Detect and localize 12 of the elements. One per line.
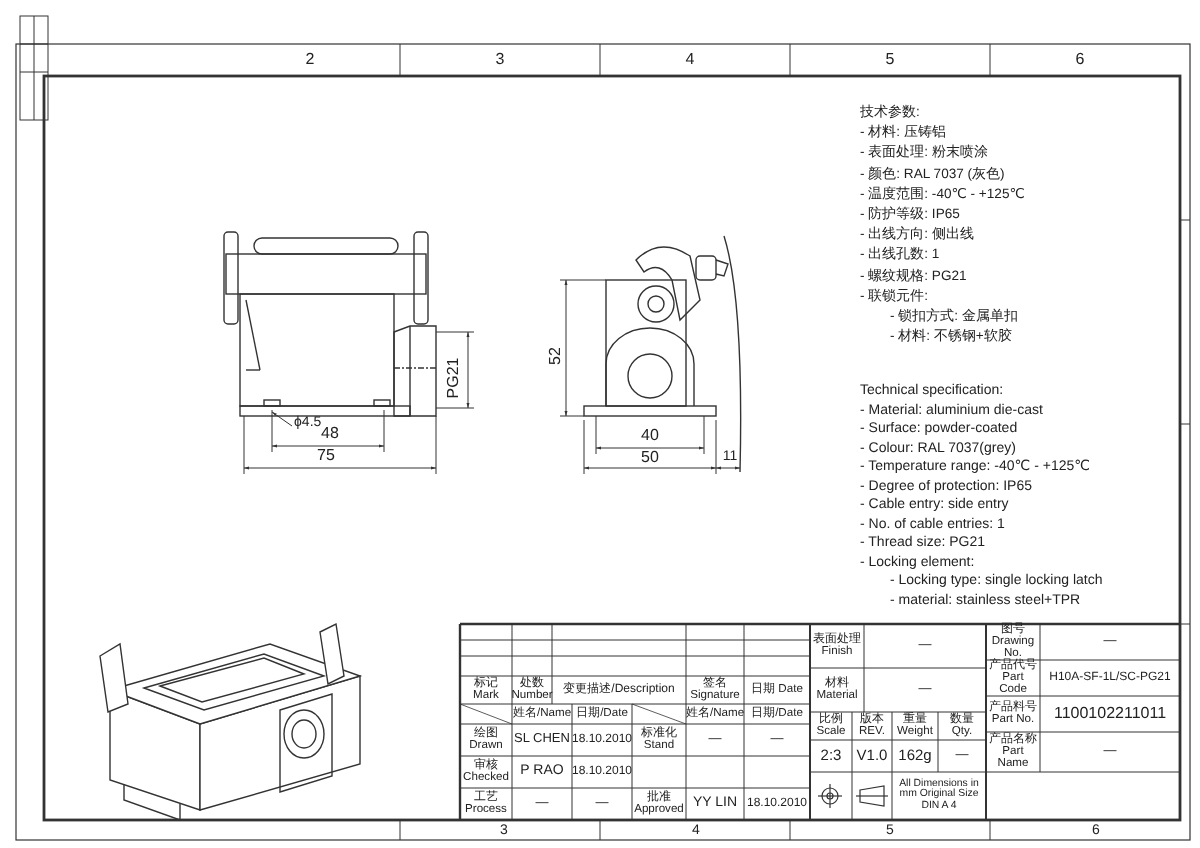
dimension-label: 52 <box>548 347 564 365</box>
dimension-label: 75 <box>317 448 335 464</box>
zone-number: 4 <box>685 52 695 68</box>
zone-number: 5 <box>885 52 895 68</box>
zone-number: 6 <box>1075 52 1085 68</box>
dimension-label: 48 <box>321 426 339 442</box>
field-value: 1100102211011 <box>1053 705 1167 723</box>
dimension-label: 50 <box>641 450 659 466</box>
zone-number: 2 <box>305 52 315 68</box>
dimension-label: 40 <box>641 428 659 444</box>
dimension-label: PG21 <box>446 357 462 399</box>
zone-number: 3 <box>495 52 505 68</box>
